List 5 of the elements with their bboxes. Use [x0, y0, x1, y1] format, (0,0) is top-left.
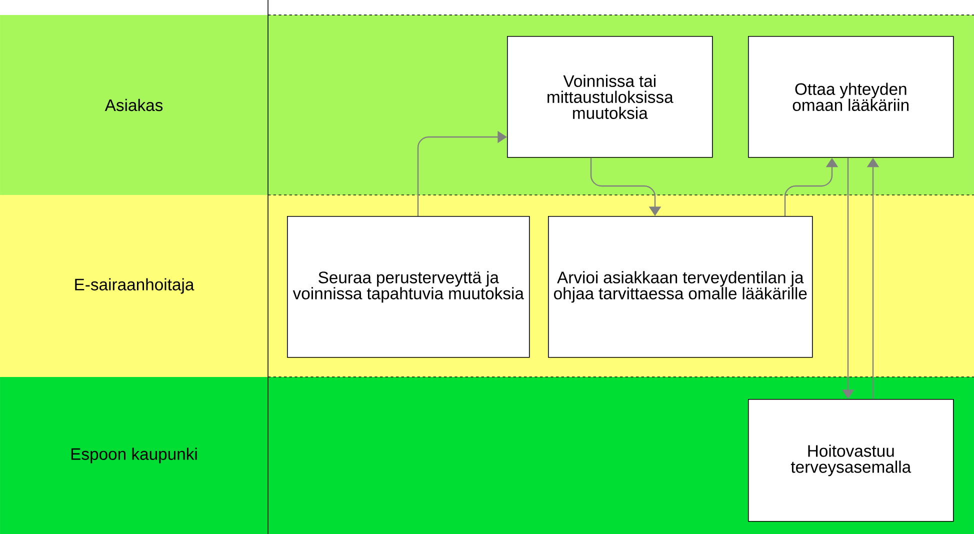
process-box: Hoitovastuu terveysasemalla — [748, 399, 954, 522]
process-box: Voinnissa tai mittaustuloksissa muutoksia — [507, 36, 713, 158]
process-box: Ottaa yhteyden omaan lääkäriin — [748, 36, 954, 158]
process-box: Seuraa perusterveyttä ja voinnissa tapahtuvia muutoksia — [287, 216, 530, 358]
process-box: Arvioi asiakkaan terveydentilan ja ohjaa tarvittaessa omalle lääkärille — [548, 216, 813, 358]
